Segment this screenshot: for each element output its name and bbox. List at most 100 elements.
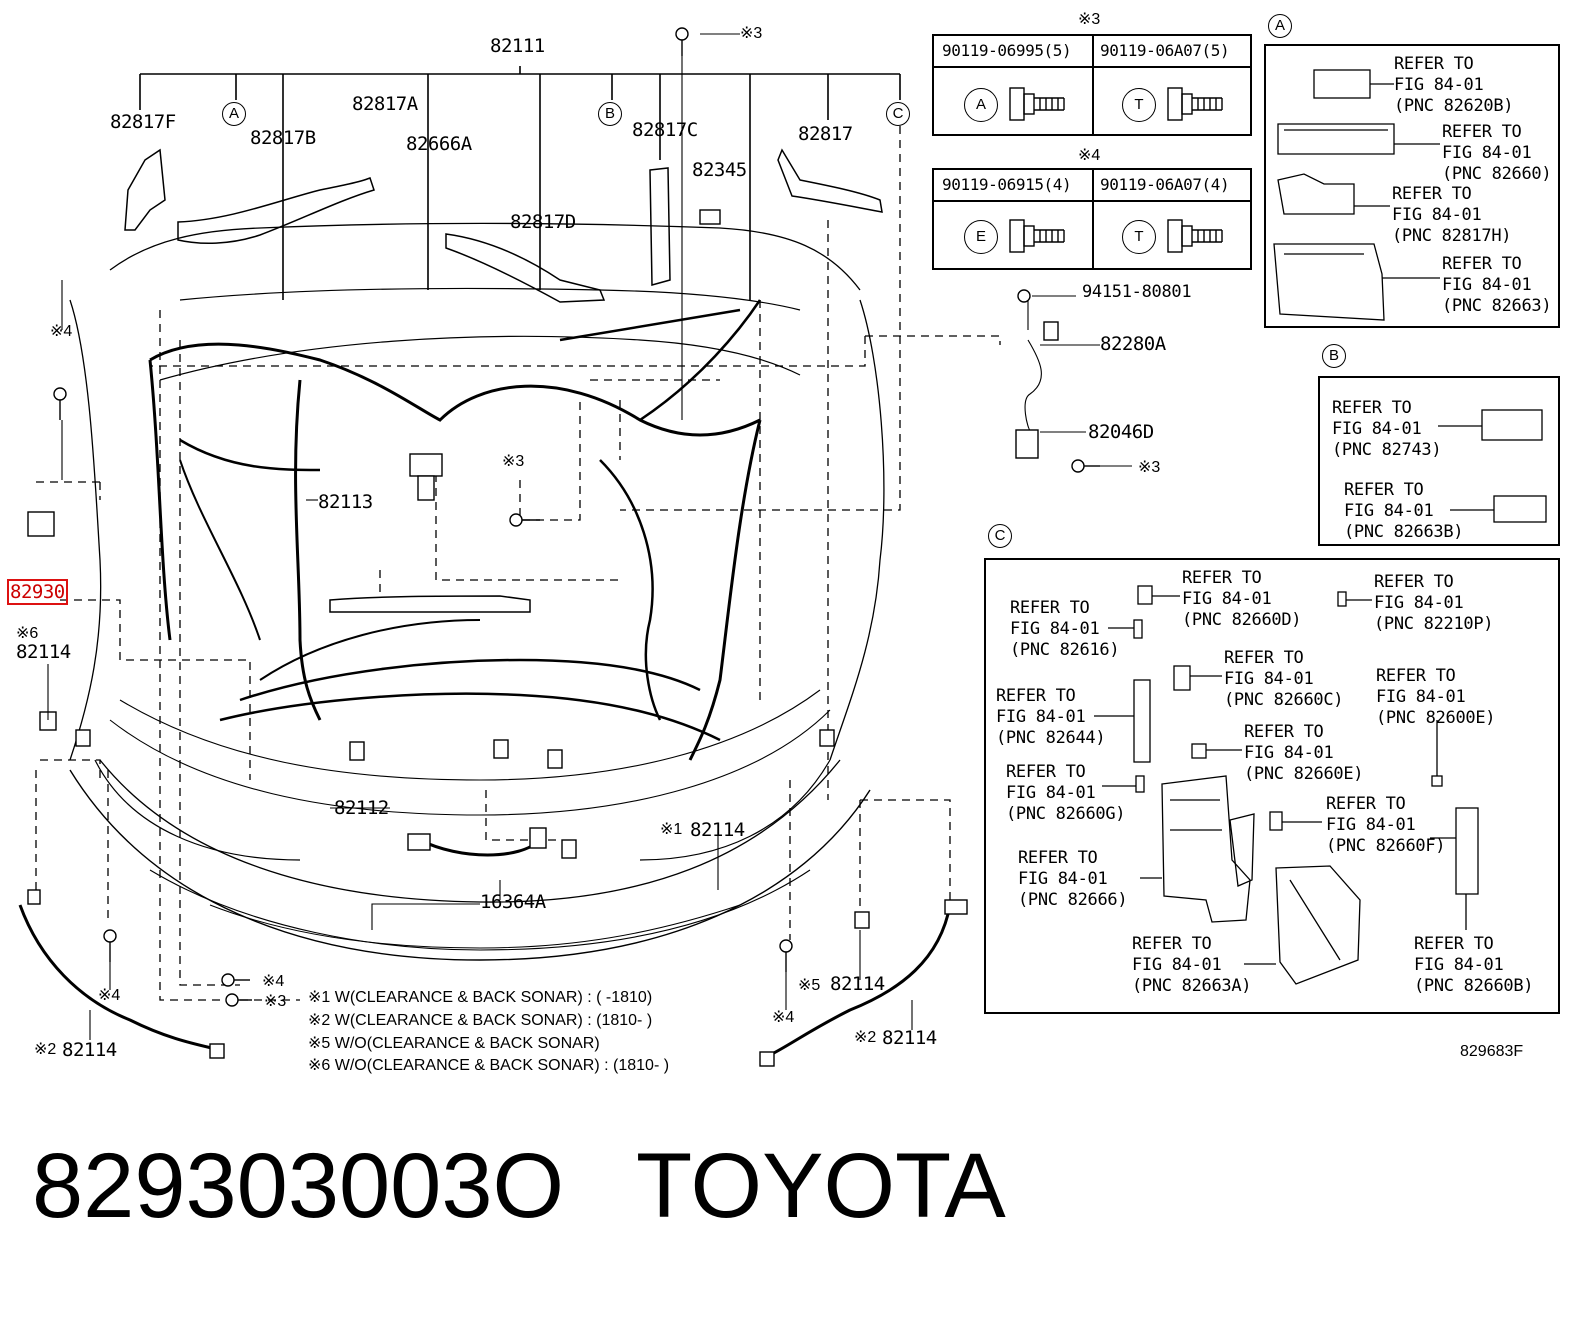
ref-text: REFER TO (996, 686, 1076, 706)
label-82930[interactable]: 82930 (7, 579, 68, 605)
label-82114-bottom-right-2[interactable]: 82114 (882, 1027, 937, 1049)
label-82114-left[interactable]: 82114 (16, 641, 71, 663)
label-82817D[interactable]: 82817D (510, 211, 576, 233)
mark-4-bottom: ※4 (262, 973, 285, 990)
ref-fig: FIG 84-01 (1344, 501, 1434, 521)
label-82114-bottom-right-5[interactable]: 82114 (830, 973, 885, 995)
ref-text: REFER TO (1244, 722, 1324, 742)
ref-fig: FIG 84-01 (1326, 815, 1416, 835)
panel-c-marker: C (988, 524, 1012, 548)
ref-text: REFER TO (1414, 934, 1494, 954)
mark-2-left: ※2 (34, 1041, 57, 1058)
ref-fig: FIG 84-01 (1394, 75, 1484, 95)
view-ref-b[interactable]: B (598, 102, 622, 126)
ref-fig: FIG 84-01 (1224, 669, 1314, 689)
label-94151-80801[interactable]: 94151-80801 (1082, 282, 1192, 302)
label-82111[interactable]: 82111 (490, 35, 545, 57)
bolt-partno-4[interactable]: 90119-06A07(4) (1100, 175, 1230, 194)
label-82817A[interactable]: 82817A (352, 93, 418, 115)
ref-pnc: (PNC 82660B) (1414, 976, 1534, 996)
label-82817[interactable]: 82817 (798, 123, 853, 145)
view-ref-a[interactable]: A (222, 102, 246, 126)
ref-text: REFER TO (1332, 398, 1412, 418)
panel-a-marker: A (1268, 14, 1292, 38)
ref-text: REFER TO (1224, 648, 1304, 668)
label-82345[interactable]: 82345 (692, 159, 747, 181)
ref-pnc: (PNC 82600E) (1376, 708, 1496, 728)
ref-pnc: (PNC 82616) (1010, 640, 1120, 660)
label-82280A[interactable]: 82280A (1100, 333, 1166, 355)
label-82112[interactable]: 82112 (334, 797, 389, 819)
ref-pnc: (PNC 82663) (1442, 296, 1552, 316)
mark-6: ※6 (16, 625, 39, 642)
mark-4-bottom-left: ※4 (98, 987, 121, 1004)
bolt-icon (1167, 87, 1223, 121)
label-82113[interactable]: 82113 (318, 491, 373, 513)
ref-text: REFER TO (1344, 480, 1424, 500)
ref-fig: FIG 84-01 (1132, 955, 1222, 975)
label-82046D[interactable]: 82046D (1088, 421, 1154, 443)
ref-pnc: (PNC 82660F) (1326, 836, 1446, 856)
ref-text: REFER TO (1394, 54, 1474, 74)
ref-text: REFER TO (1376, 666, 1456, 686)
bolt-partno-3[interactable]: 90119-06915(4) (942, 175, 1072, 194)
ref-fig: FIG 84-01 (1374, 593, 1464, 613)
ref-fig: FIG 84-01 (1442, 275, 1532, 295)
label-82817C[interactable]: 82817C (632, 119, 698, 141)
label-82817B[interactable]: 82817B (250, 127, 316, 149)
ref-fig: FIG 84-01 (1006, 783, 1096, 803)
panel-c-parts (1094, 585, 1479, 985)
mark-2-right: ※2 (854, 1029, 877, 1046)
label-82666A[interactable]: 82666A (406, 133, 472, 155)
mark-3-right: ※3 (1138, 459, 1161, 476)
bolt-partno-2[interactable]: 90119-06A07(5) (1100, 41, 1230, 60)
ref-fig: FIG 84-01 (1414, 955, 1504, 975)
label-82817F[interactable]: 82817F (110, 111, 176, 133)
label-82114-bottom-left[interactable]: 82114 (62, 1039, 117, 1061)
footnote-2: ※2 W(CLEARANCE & BACK SONAR) : (1810- ) (308, 1012, 653, 1029)
view-ref-c[interactable]: C (886, 102, 910, 126)
ref-fig: FIG 84-01 (1018, 869, 1108, 889)
ref-pnc: (PNC 82660C) (1224, 690, 1344, 710)
bolt-table-4: 90119-06915(4) 90119-06A07(4) E T (932, 168, 1252, 270)
mark-3-center: ※3 (502, 453, 525, 470)
ref-text: REFER TO (1010, 598, 1090, 618)
bolt-type-e-icon: E (964, 220, 998, 254)
ref-text: REFER TO (1326, 794, 1406, 814)
ref-text: REFER TO (1006, 762, 1086, 782)
ref-fig: FIG 84-01 (1244, 743, 1334, 763)
bolt-icon (1167, 219, 1223, 253)
bolt-icon (1009, 219, 1065, 253)
bolt-partno-1[interactable]: 90119-06995(5) (942, 41, 1072, 60)
ref-fig: FIG 84-01 (1010, 619, 1100, 639)
ref-text: REFER TO (1374, 572, 1454, 592)
footnote-5: ※5 W/O(CLEARANCE & BACK SONAR) (308, 1035, 600, 1052)
label-82114-center[interactable]: 82114 (690, 819, 745, 841)
ref-text: REFER TO (1132, 934, 1212, 954)
ref-text: REFER TO (1018, 848, 1098, 868)
ref-fig: FIG 84-01 (1442, 143, 1532, 163)
mark-4-left: ※4 (50, 323, 73, 340)
ref-pnc: (PNC 82743) (1332, 440, 1442, 460)
caption-part-number: 829303003O (32, 1135, 565, 1237)
label-16364A[interactable]: 16364A (480, 891, 546, 913)
